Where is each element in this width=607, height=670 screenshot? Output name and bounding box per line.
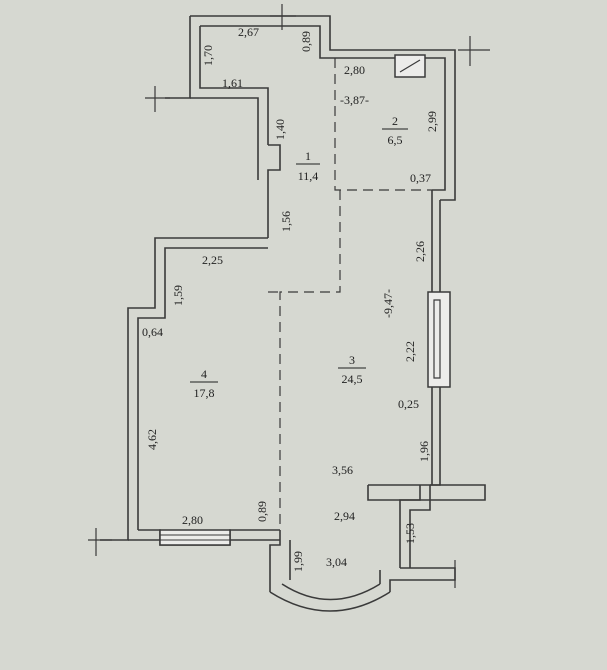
dim-1-99: 1,99 [291,551,305,572]
dim-1-56: 1,56 [279,211,293,232]
dim-2-22: 2,22 [403,341,417,362]
dim-2-94: 2,94 [334,509,355,523]
window-niche [427,291,451,388]
room-4-area: 17,8 [194,386,215,400]
dim-2-25: 2,25 [202,253,223,267]
dim-1-96: 1,96 [417,441,431,462]
dim-2-67: 2,67 [238,25,259,39]
room-1-label: 1 11,4 [296,149,320,183]
room-3-area: 24,5 [342,372,363,386]
room-4-number: 4 [201,367,207,381]
dim-2-80-bottom: 2,80 [182,513,203,527]
room-2-label: 2 6,5 [382,114,408,147]
dimension-labels: 2,67 0,89 1,70 1,61 1,40 2,80 -3,87- 2,9… [142,25,439,572]
dim-1-70: 1,70 [201,45,215,66]
room-1-area: 11,4 [298,169,319,183]
dim-3-87: -3,87- [340,93,369,107]
dim-2-26: 2,26 [413,241,427,262]
room-4-label: 4 17,8 [190,367,218,400]
dim-0-37: 0,37 [410,171,431,185]
dim-2-80-top: 2,80 [344,63,365,77]
room-1-number: 1 [305,149,311,163]
dim-0-25: 0,25 [398,397,419,411]
dim-4-62: 4,62 [145,429,159,450]
dim-1-59: 1,59 [171,285,185,306]
room-2-area: 6,5 [388,133,403,147]
dim-0-64: 0,64 [142,325,163,339]
dim-9-47: -9,47- [381,289,395,318]
outer-walls [100,15,486,612]
dim-3-04: 3,04 [326,555,347,569]
axis-ticks [88,4,490,588]
window-inner [433,299,441,379]
dim-0-89-top: 0,89 [299,31,313,52]
dim-1-53: 1,53 [403,523,417,544]
dim-1-40: 1,40 [273,119,287,140]
bottom-window [159,529,231,546]
room-2-number: 2 [392,114,398,128]
room-3-label: 3 24,5 [338,353,366,386]
dim-2-99: 2,99 [425,111,439,132]
dim-1-61: 1,61 [222,76,243,90]
dashed-partitions [268,58,432,530]
counter-diagonal [399,59,421,73]
room-3-number: 3 [349,353,355,367]
dim-0-89-bottom: 0,89 [255,501,269,522]
dim-3-56: 3,56 [332,463,353,477]
